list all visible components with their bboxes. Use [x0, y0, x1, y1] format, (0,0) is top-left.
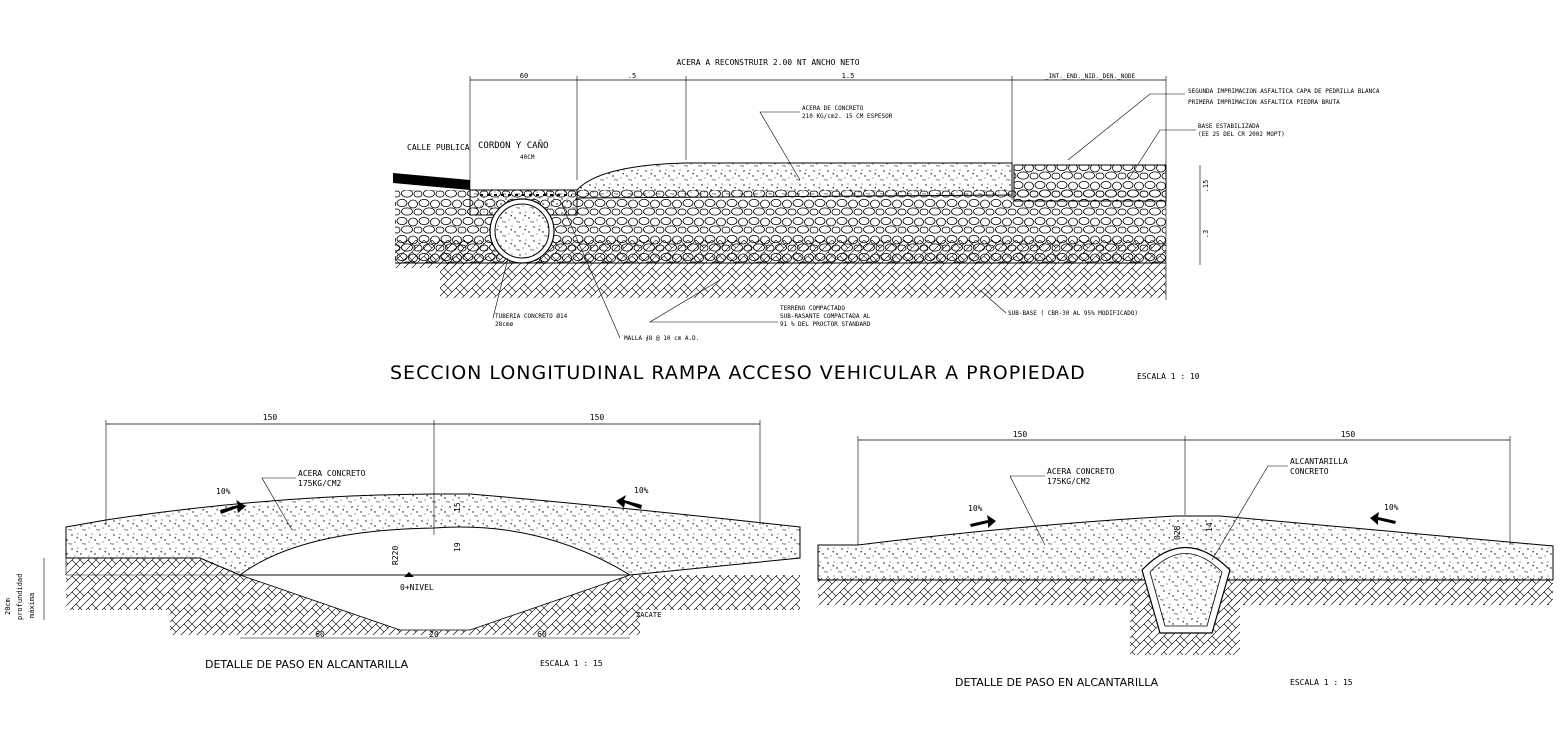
right-slope-left: 10%	[968, 504, 983, 513]
left-dim-15: 15	[453, 502, 462, 512]
label-base-1: BASE ESTABILIZADA	[1198, 123, 1260, 130]
right-alc-1: ALCANTARILLA	[1290, 457, 1348, 466]
left-slope-arrow-1	[220, 500, 246, 514]
dim-v3: .3	[1202, 230, 1210, 238]
label-malla: MALLA ∮8 @ 10 cm A.D.	[624, 335, 699, 342]
left-prof-2: profundidad	[16, 574, 24, 620]
dim-60: 60	[520, 72, 528, 80]
dim-15: 1.5	[842, 72, 855, 80]
left-acera-1: ACERA CONCRETO	[298, 469, 366, 478]
left-concrete-sidewalk	[65, 493, 801, 576]
top-section-title: SECCION LONGITUDINAL RAMPA ACCESO VEHICU…	[390, 362, 1086, 384]
concrete-sidewalk	[576, 162, 1013, 199]
label-tuberia-1: TUBERIA CONCRETO Ø14	[495, 313, 568, 320]
right-slope-right: 10%	[1384, 503, 1399, 512]
right-alc-2: CONCRETO	[1290, 467, 1329, 476]
left-detail: 150 150 10% 10% ACERA CONCRETO 175KG/CM2…	[4, 413, 801, 671]
dim-right: _INT._END._NID._DEN._NODE	[1045, 73, 1136, 80]
left-bottom-20: 20	[429, 630, 439, 639]
left-radius: R220	[391, 546, 400, 565]
label-terreno-2: SUB-RASANTE COMPACTADA AL	[780, 313, 871, 320]
left-slope-arrow-2	[616, 495, 642, 509]
right-dim-150b: 150	[1341, 430, 1356, 439]
left-prof-3: máxima	[28, 593, 36, 618]
left-nivel: 0+NIVEL	[400, 583, 434, 592]
label-cordon-dim: 40CM	[520, 154, 535, 161]
right-acera-2: 175KG/CM2	[1047, 477, 1091, 486]
right-dim-150a: 150	[1013, 430, 1028, 439]
left-bottom-60a: 60	[315, 630, 325, 639]
dim-05: .5	[628, 72, 636, 80]
label-segunda: SEGUNDA IMPRIMACION ASFALTICA CAPA DE PE…	[1188, 88, 1380, 95]
right-slope-arrow-2	[1370, 512, 1396, 525]
label-tuberia-2: 28cmø	[495, 321, 513, 328]
label-base-2: (EE 25 DEL CR 2002 MOPT)	[1198, 131, 1285, 138]
dim-v15: .15	[1202, 180, 1210, 193]
label-calle-publica: CALLE PUBLICA	[407, 143, 470, 152]
label-terreno-3: 91 % DEL PROCTOR STANDARD	[780, 321, 871, 328]
left-slope-right: 10%	[634, 486, 649, 495]
label-acera-1: ACERA DE CONCRETO	[802, 105, 864, 112]
label-cordon: CORDON Y CAÑO	[478, 140, 548, 151]
right-dim-028: 028	[1173, 525, 1182, 540]
right-dim-14: 14	[1205, 522, 1214, 532]
label-acera-2: 210 KG/cm2. 15 CM ESPESOR	[802, 113, 893, 120]
label-subbase: SUB-BASE ( CBR-30 AL 95% MODIFICADO)	[1008, 310, 1138, 317]
asphalt-street	[393, 173, 470, 190]
header-dimension-label: ACERA A RECONSTRUIR 2.00 NT ANCHO NETO	[676, 58, 859, 67]
left-acera-2: 175KG/CM2	[298, 479, 342, 488]
left-dim-150a: 150	[263, 413, 278, 422]
label-terreno-1: TERRENO COMPACTADO	[780, 305, 845, 312]
left-prof-1: 20cm	[4, 598, 12, 615]
stabilized-base	[1013, 164, 1167, 202]
right-detail-title: DETALLE DE PASO EN ALCANTARILLA	[955, 676, 1159, 689]
left-detail-scale: ESCALA 1 : 15	[540, 659, 603, 668]
left-dim-150b: 150	[590, 413, 605, 422]
left-slope-left: 10%	[216, 487, 231, 496]
left-bottom-60b: 60	[537, 630, 547, 639]
right-slope-arrow-1	[970, 515, 996, 528]
left-detail-title: DETALLE DE PASO EN ALCANTARILLA	[205, 658, 409, 671]
top-section: ACERA A RECONSTRUIR 2.00 NT ANCHO NETO 6…	[390, 58, 1380, 384]
left-zacate: ZACATE	[636, 611, 661, 619]
top-section-scale: ESCALA 1 : 10	[1137, 372, 1200, 381]
right-detail-scale: ESCALA 1 : 15	[1290, 678, 1353, 687]
left-dim-19: 19	[453, 542, 462, 552]
right-acera-1: ACERA CONCRETO	[1047, 467, 1115, 476]
right-detail: 150 150 10% 10% ACERA CONCRETO 175KG/CM2…	[817, 430, 1554, 689]
label-primera: PRIMERA IMPRIMACION ASFALTICA PIEDRA BRU…	[1188, 99, 1340, 106]
